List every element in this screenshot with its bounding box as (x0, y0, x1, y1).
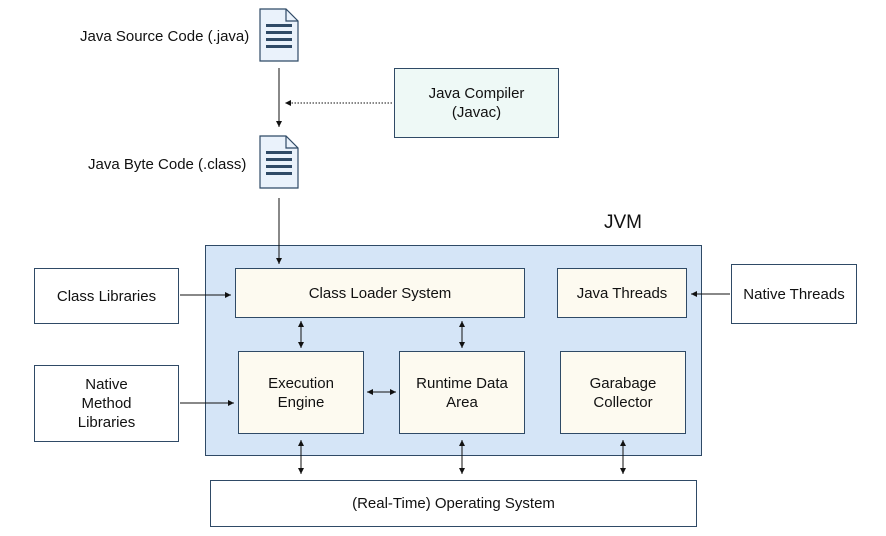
garbage-collector-box: Garabage Collector (560, 351, 686, 434)
java-compiler-label: Java Compiler (Javac) (428, 85, 525, 121)
byte-code-label: Java Byte Code (.class) (88, 156, 247, 173)
document-icon (259, 135, 299, 189)
native-threads-label: Native Threads (743, 285, 845, 303)
native-method-libraries-label: Native Method Libraries (77, 376, 136, 431)
java-threads-label: Java Threads (576, 284, 668, 302)
document-icon (259, 8, 299, 62)
native-threads-box: Native Threads (731, 264, 857, 324)
class-loader-label: Class Loader System (308, 284, 452, 302)
class-loader-box: Class Loader System (235, 268, 525, 318)
source-code-label: Java Source Code (.java) (80, 28, 250, 45)
runtime-data-area-label: Runtime Data Area (416, 374, 508, 411)
java-compiler-box: Java Compiler (Javac) (394, 68, 559, 138)
execution-engine-box: Execution Engine (238, 351, 364, 434)
jvm-title: JVM (604, 212, 642, 233)
runtime-data-area-box: Runtime Data Area (399, 351, 525, 434)
class-libraries-label: Class Libraries (56, 287, 157, 305)
native-method-libraries-box: Native Method Libraries (34, 365, 179, 442)
operating-system-label: (Real-Time) Operating System (352, 495, 555, 512)
garbage-collector-label: Garabage Collector (589, 374, 657, 411)
java-threads-box: Java Threads (557, 268, 687, 318)
execution-engine-label: Execution Engine (268, 374, 334, 411)
class-libraries-box: Class Libraries (34, 268, 179, 324)
operating-system-box: (Real-Time) Operating System (210, 480, 697, 527)
